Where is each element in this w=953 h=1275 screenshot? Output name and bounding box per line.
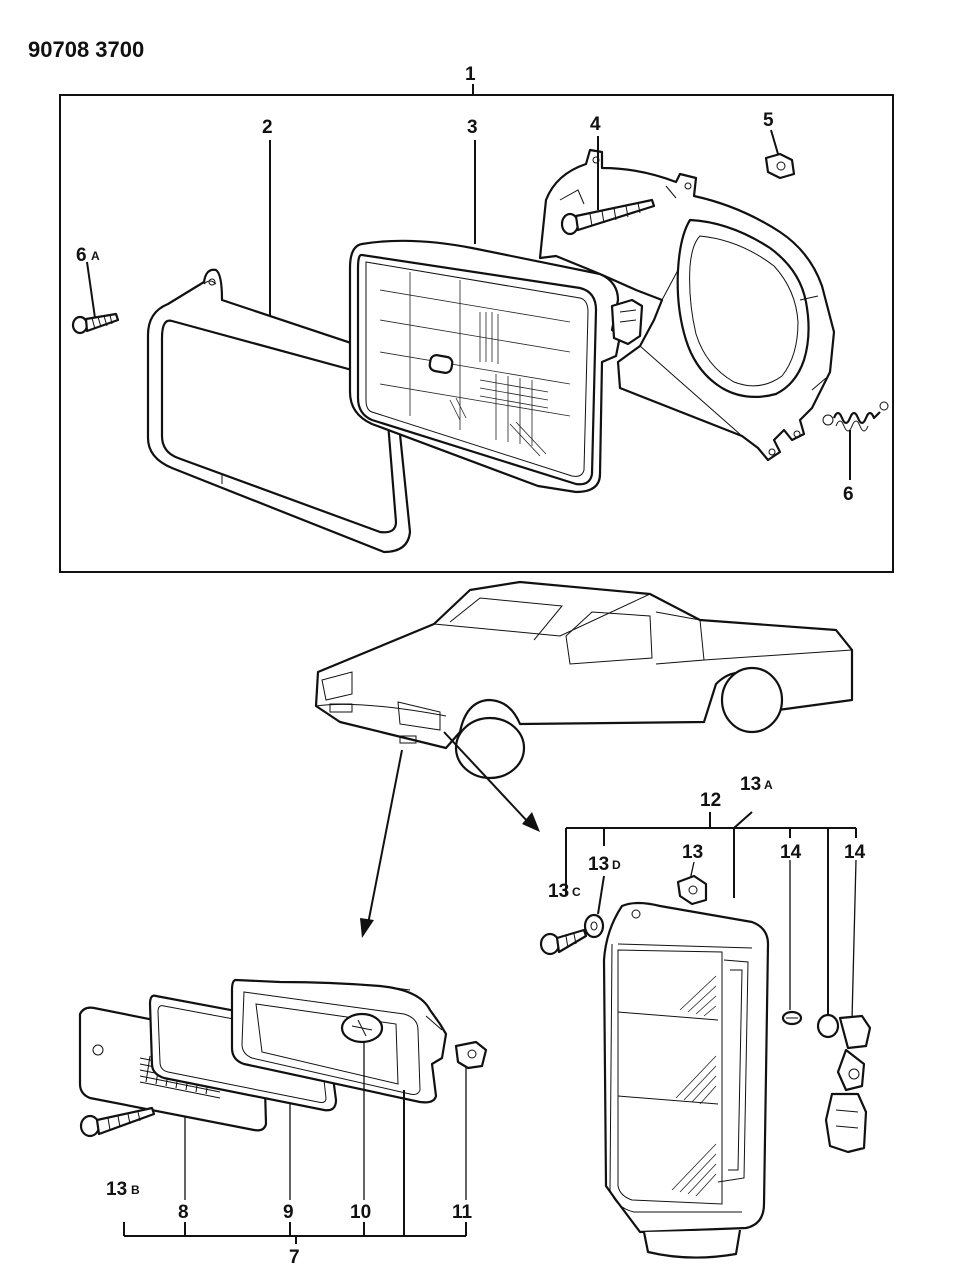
clearance-lamp-body [602, 901, 770, 1259]
nut-5 [764, 152, 796, 180]
callout-13: 13 [682, 842, 703, 863]
callout-13c: 13 [548, 881, 569, 902]
callout-1: 1 [465, 64, 476, 85]
arrow-to-clearance-lamp [443, 731, 540, 832]
screw-13c [539, 928, 588, 956]
callout-3: 3 [467, 117, 478, 138]
headlamp-bezel-2 [146, 268, 412, 554]
callout-13d: 13 [588, 854, 609, 875]
callout-10: 10 [350, 1202, 371, 1223]
arrow-to-side-marker [360, 749, 403, 938]
callout-7: 7 [289, 1247, 300, 1268]
callout-5-leader [770, 129, 779, 155]
callout-11: 11 [452, 1202, 473, 1223]
group-7-bracket [123, 1090, 467, 1244]
callout-5: 5 [763, 110, 774, 131]
side-marker-housing-10 [230, 978, 448, 1104]
bulb-14-left [781, 1010, 803, 1026]
callout-2: 2 [262, 117, 273, 138]
headlamp-housing [538, 148, 836, 462]
callout-13b-suffix: B [131, 1183, 140, 1197]
callout-13b: 13 [106, 1179, 127, 1200]
callout-9: 9 [283, 1202, 294, 1223]
callout-6a: 6 [76, 245, 87, 266]
callout-13a-suffix: A [764, 778, 773, 792]
callout-13d-suffix: D [612, 858, 621, 872]
callout-14-right-leader [851, 859, 857, 1021]
callout-6a-suffix: A [91, 249, 100, 263]
pickup-truck-illustration [314, 580, 854, 780]
nut-13 [676, 874, 708, 906]
callout-14-right: 14 [844, 842, 866, 863]
callout-8: 8 [178, 1202, 189, 1223]
screw-6a [71, 312, 120, 335]
callout-13a: 13 [740, 774, 761, 795]
callout-6: 6 [843, 484, 854, 505]
group-12-bracket [565, 811, 857, 1018]
clip-11 [454, 1040, 488, 1070]
sealed-beam-lamp-3 [348, 239, 644, 494]
socket-14-right [816, 1013, 872, 1154]
callout-4: 4 [590, 114, 601, 135]
callout-13c-suffix: C [572, 885, 581, 899]
adjusting-screw-4 [560, 198, 656, 236]
spring-6 [822, 401, 889, 432]
washer-13d [583, 913, 605, 939]
document-number: 90708 3700 [28, 37, 144, 62]
callout-12: 12 [700, 790, 721, 811]
screw-13b [79, 1106, 156, 1138]
callout-6a-leader [86, 261, 96, 319]
callout-14-left: 14 [780, 842, 802, 863]
headlamp-assembly-frame [59, 94, 894, 573]
